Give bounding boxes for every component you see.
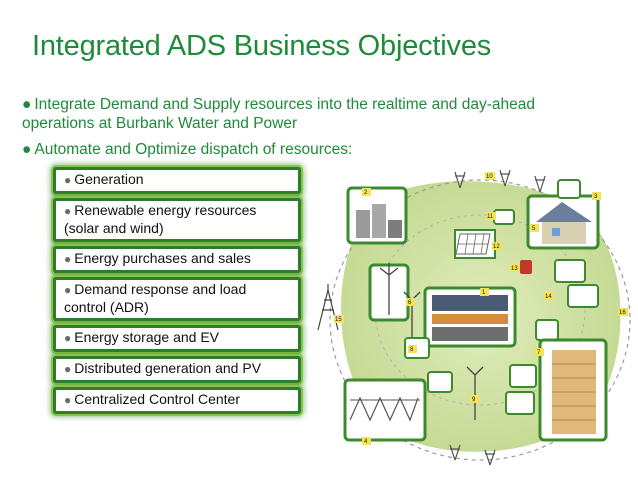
label-15: 15: [335, 317, 342, 323]
sub-item-renewable: ●Renewable energy resources (solar and w…: [53, 198, 301, 242]
bullet-text: Integrate Demand and Supply resources in…: [22, 96, 535, 132]
label-2: 2: [364, 190, 368, 196]
sub-item-distributed-generation: ●Distributed generation and PV: [53, 356, 301, 383]
house: [526, 194, 600, 250]
bullet-text: Automate and Optimize dispatch of resour…: [34, 141, 353, 158]
commercial-building: [538, 338, 608, 442]
bullet-dot-icon: ●: [22, 141, 32, 158]
sub-item-label: Renewable energy resources (solar and wi…: [64, 202, 257, 236]
sub-item-label: Demand response and load control (ADR): [64, 281, 247, 315]
sub-item-storage-ev: ●Energy storage and EV: [53, 325, 301, 352]
label-7: 7: [537, 350, 541, 356]
sub-bullet-icon: ●: [64, 204, 72, 218]
electric-vehicle: [493, 209, 515, 225]
inner-ring: [374, 214, 586, 406]
resource-list: ●Generation ●Renewable energy resources …: [53, 167, 301, 418]
label-9: 9: [472, 397, 476, 403]
sub-item-label: Generation: [74, 171, 144, 187]
bullet-automate: ●Automate and Optimize dispatch of resou…: [22, 140, 542, 159]
sub-item-demand-response: ●Demand response and load control (ADR): [53, 277, 301, 321]
label-4: 4: [364, 439, 368, 445]
label-11: 11: [487, 214, 494, 220]
slide-title: Integrated ADS Business Objectives: [32, 30, 492, 62]
label-16: 16: [619, 310, 626, 316]
wind-turbines: [368, 263, 484, 420]
label-3: 3: [594, 194, 598, 200]
label-8: 8: [410, 347, 414, 353]
label-10: 10: [486, 174, 493, 180]
label-14: 14: [545, 294, 552, 300]
sub-bullet-icon: ●: [64, 283, 72, 297]
label-12: 12: [493, 244, 500, 250]
transmission-line-bridge: [343, 378, 427, 442]
transmission-towers-bottom: [449, 444, 496, 466]
label-13: 13: [511, 266, 518, 272]
control-center: [423, 286, 517, 348]
sub-bullet-icon: ●: [64, 362, 72, 376]
sub-item-label: Energy purchases and sales: [74, 250, 251, 266]
diagram-number-labels: 1 2 3 4 5 6 7 8 9 10 11 12 13 14 15 16: [334, 172, 628, 445]
power-plant: [346, 186, 408, 245]
home-devices: [404, 259, 599, 415]
bullet-integrate: ●Integrate Demand and Supply resources i…: [22, 95, 542, 133]
sub-bullet-icon: ●: [64, 252, 72, 266]
pylon: [317, 284, 339, 331]
sub-item-label: Centralized Control Center: [74, 391, 240, 407]
label-1: 1: [482, 290, 486, 296]
solar-panel: [454, 229, 496, 259]
sub-item-label: Energy storage and EV: [74, 329, 220, 345]
sub-item-label: Distributed generation and PV: [74, 360, 262, 376]
smart-grid-illustration: 1 2 3 4 5 6 7 8 9 10 11 12 13 14 15 16: [317, 169, 631, 466]
smart-meter: [557, 179, 581, 199]
sub-item-generation: ●Generation: [53, 167, 301, 194]
sub-item-purchases: ●Energy purchases and sales: [53, 246, 301, 273]
energy-storage-unit: [520, 260, 532, 274]
network-ring: [329, 179, 631, 461]
label-6: 6: [408, 300, 412, 306]
bullet-dot-icon: ●: [22, 96, 32, 113]
sub-bullet-icon: ●: [64, 173, 72, 187]
sub-bullet-icon: ●: [64, 331, 72, 345]
label-5: 5: [532, 226, 536, 232]
transmission-towers-top: [454, 169, 546, 193]
sub-bullet-icon: ●: [64, 393, 72, 407]
sub-item-control-center: ●Centralized Control Center: [53, 387, 301, 414]
